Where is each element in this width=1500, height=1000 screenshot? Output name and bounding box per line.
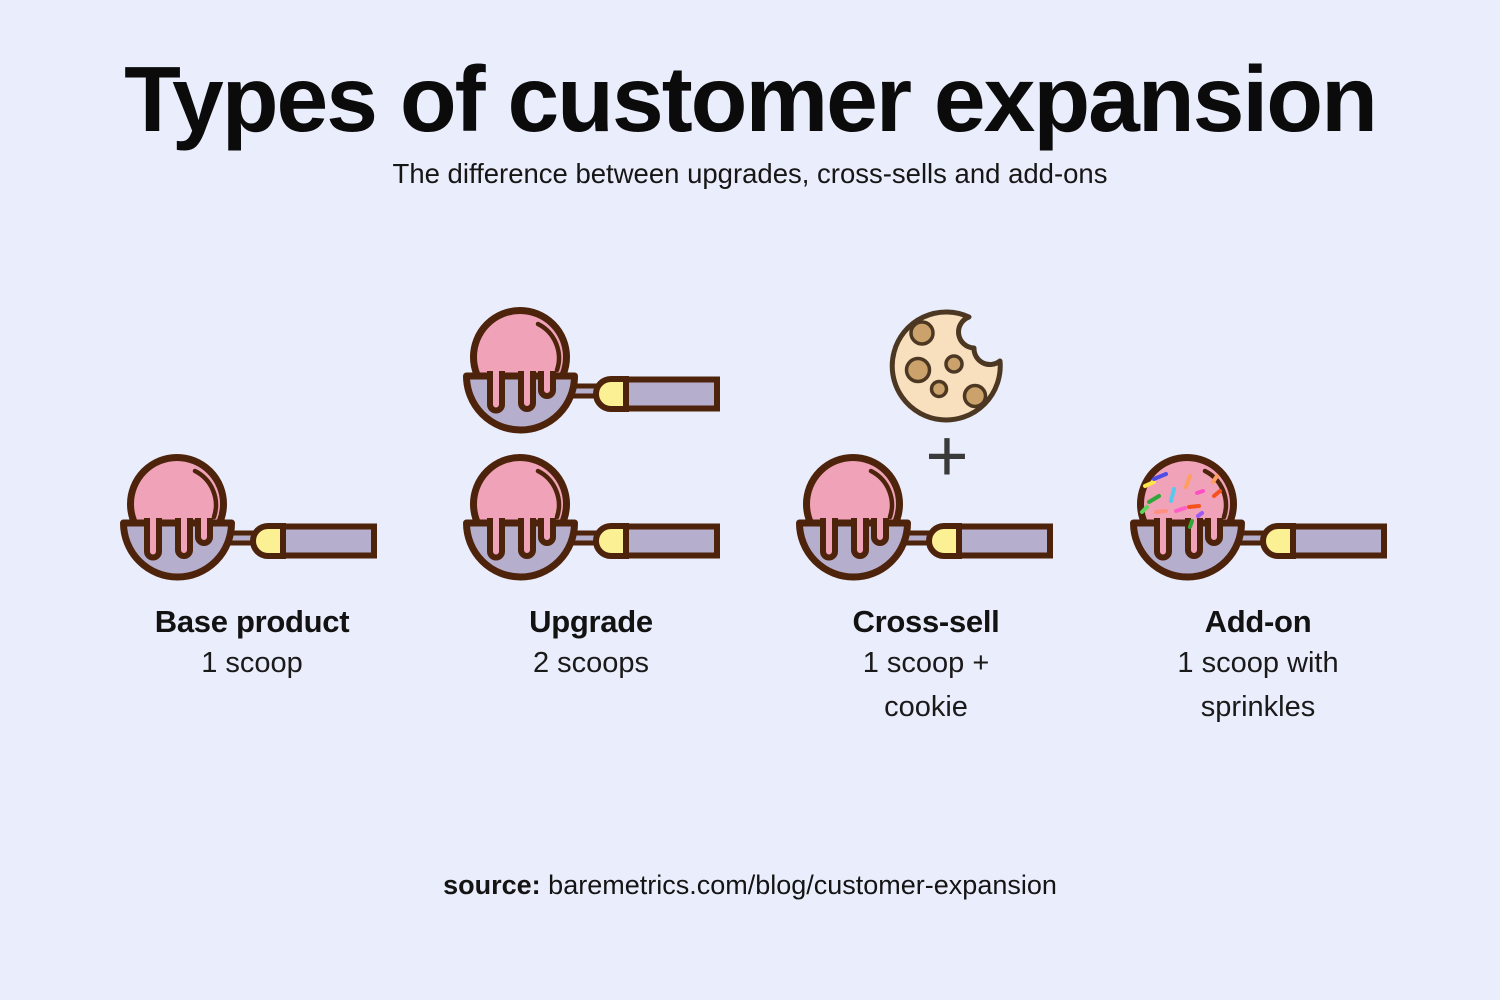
page-subtitle: The difference between upgrades, cross-s… xyxy=(392,158,1108,189)
column-base-product: Base product 1 scoop xyxy=(82,603,422,685)
column-add-on: Add-on 1 scoop with sprinkles xyxy=(1088,603,1428,729)
column-line: sprinkles xyxy=(1200,691,1316,723)
column-title: Base product xyxy=(154,604,350,639)
sprinkles xyxy=(1140,472,1222,529)
column-line: 1 scoop xyxy=(201,647,303,679)
add-on-scoop-icon xyxy=(1130,452,1388,584)
upgrade-scoop-top-icon xyxy=(463,305,721,437)
upgrade-scoop-bottom-icon xyxy=(463,452,721,584)
column-line: 1 scoop + xyxy=(862,647,990,679)
plus-icon: + xyxy=(925,414,969,497)
column-line: 1 scoop with xyxy=(1177,647,1339,679)
column-title: Upgrade xyxy=(529,604,653,639)
source-label: source: xyxy=(443,870,541,900)
column-title: Add-on xyxy=(1204,604,1312,639)
column-line: 2 scoops xyxy=(532,647,650,679)
cookie-chips xyxy=(904,320,988,409)
source-url: baremetrics.com/blog/customer-expansion xyxy=(548,870,1057,900)
column-title: Cross-sell xyxy=(852,604,1000,639)
column-cross-sell: Cross-sell 1 scoop + cookie xyxy=(756,603,1096,729)
column-upgrade: Upgrade 2 scoops xyxy=(421,603,761,685)
column-line: cookie xyxy=(884,691,968,723)
cookie-icon xyxy=(889,309,1003,423)
cross-sell-scoop-icon xyxy=(796,452,1054,584)
page-title: Types of customer expansion xyxy=(124,47,1378,151)
source-line: source: baremetrics.com/blog/customer-ex… xyxy=(0,869,1500,901)
base-product-scoop-icon xyxy=(120,452,378,584)
